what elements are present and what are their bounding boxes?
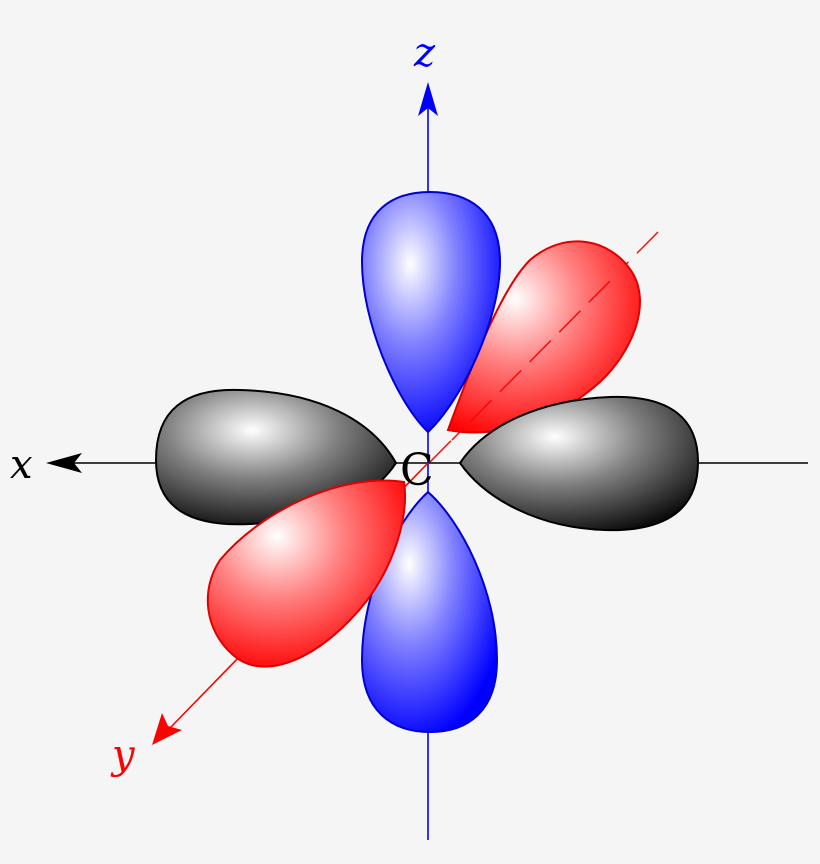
z-axis-label: z (413, 30, 436, 76)
py-lobe-front (206, 479, 406, 668)
atom-label: C (400, 445, 434, 496)
z-axis-arrowhead (418, 82, 438, 116)
px-lobe-right (458, 395, 700, 532)
y-axis-dashed-overlay (451, 280, 611, 441)
x-axis-label: x (10, 442, 33, 488)
pz-lobe-upper (360, 190, 502, 434)
y-axis-arrowhead (152, 713, 182, 745)
y-axis-label: y (110, 732, 136, 778)
x-axis-arrowhead (46, 453, 82, 473)
